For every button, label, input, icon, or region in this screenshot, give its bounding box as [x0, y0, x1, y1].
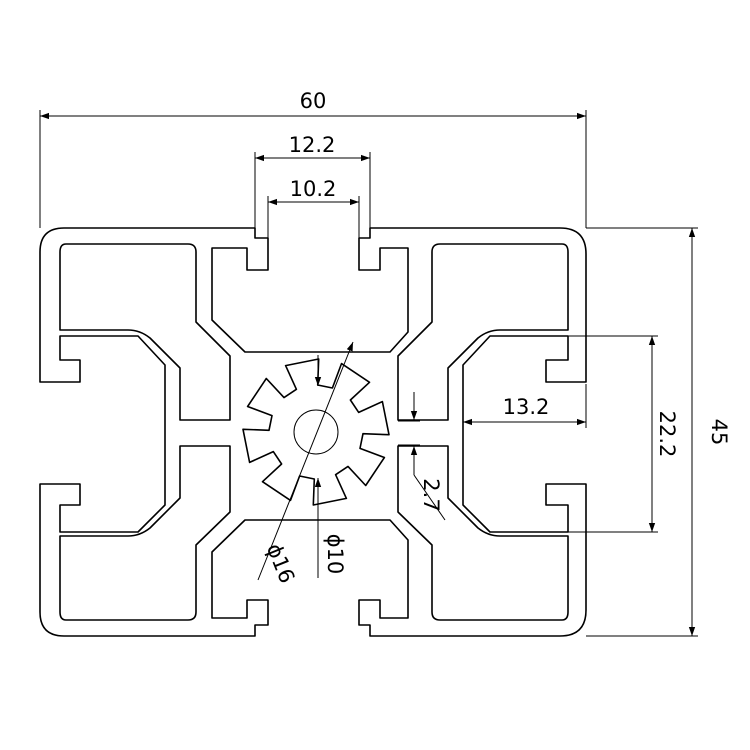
dim-overall-width: 60: [300, 89, 327, 113]
dim-side-depth: 13.2: [503, 395, 550, 419]
profile-outline: [39, 227, 587, 637]
profile-cavities: [59, 243, 569, 621]
dim-core-inner-diameter: ϕ10: [323, 534, 347, 575]
cavity-top-left: [59, 243, 231, 421]
dim-height: 45: [707, 419, 731, 446]
dimension-labels: 60 12.2 10.2 45 22.2 13.2 2.7 ϕ16 ϕ10: [262, 89, 731, 587]
dim-side-span: 22.2: [655, 411, 679, 458]
outer-contour: [39, 227, 587, 637]
cavity-top-right: [397, 243, 569, 421]
dim-slot-inner: 10.2: [290, 177, 337, 201]
dimension-lines: [39, 110, 698, 637]
dim-wall-thickness: 2.7: [419, 478, 443, 511]
core-bore: [293, 409, 339, 455]
dim-slot-outer: 12.2: [289, 133, 336, 157]
core-spline-outline: [242, 358, 390, 506]
dim-core-outer-diameter: ϕ16: [262, 540, 299, 587]
cavity-bottom-left: [59, 445, 231, 621]
cavity-bottom-right: [397, 445, 569, 621]
central-core: [242, 358, 390, 506]
